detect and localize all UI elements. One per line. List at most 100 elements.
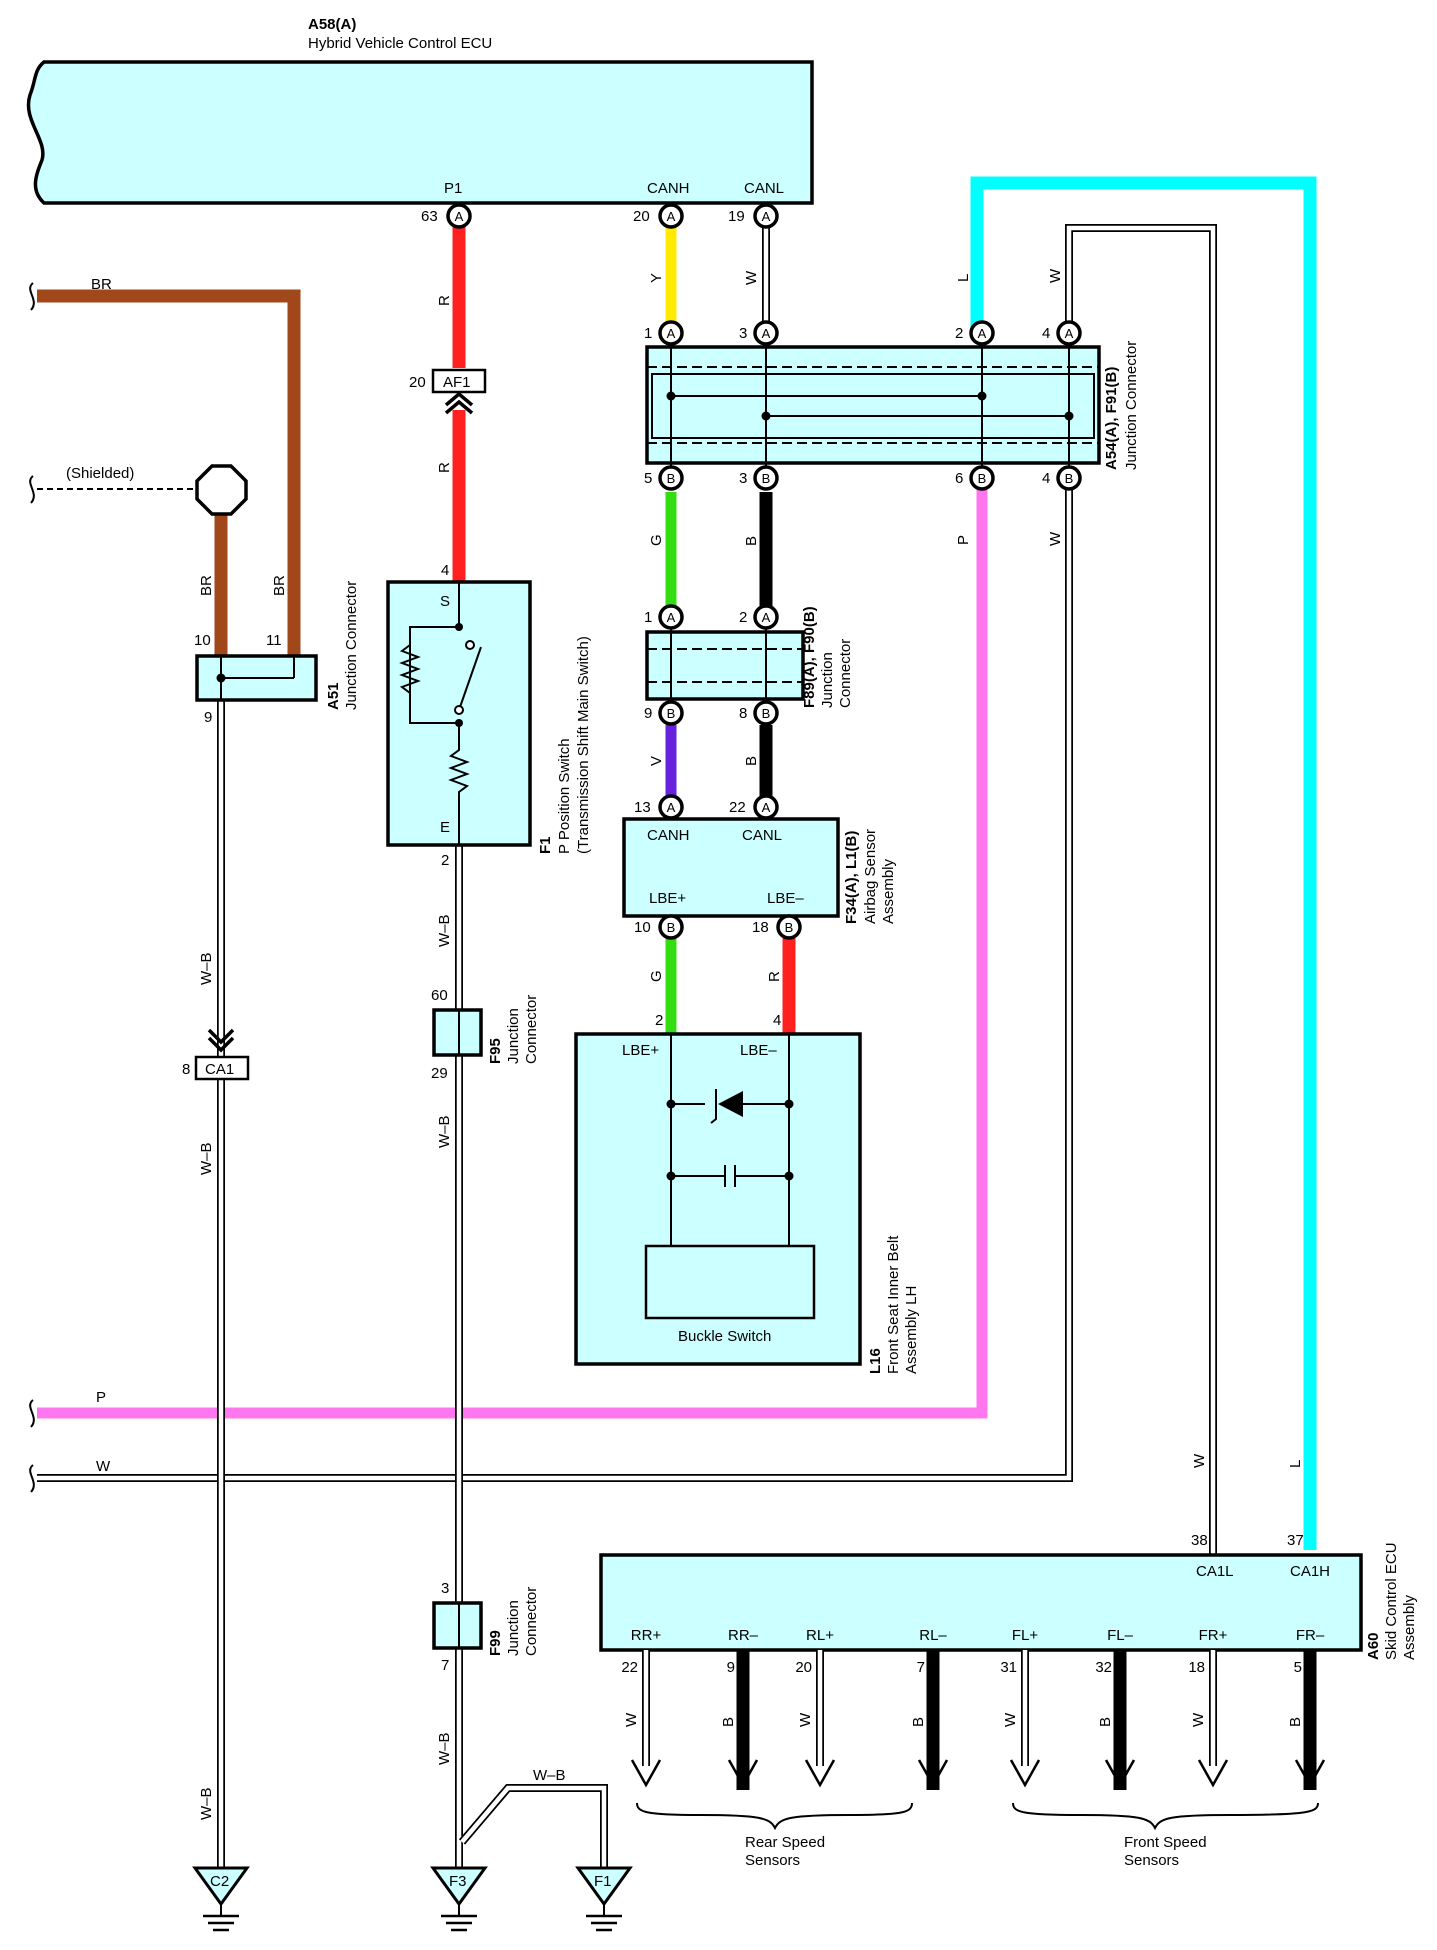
wire-label-wb-branch: W–B: [533, 1767, 566, 1784]
pin-number-f95-60: 60: [431, 987, 448, 1004]
skid-code: A60: [1365, 1632, 1382, 1660]
pin-letter: B: [762, 706, 771, 721]
pin-f89-9: B9: [644, 700, 684, 726]
ground-c2-label: C2: [210, 1873, 229, 1890]
pin-number: 1: [644, 609, 652, 626]
buckle-switch-box: [644, 1244, 816, 1320]
skid-pin-7: FR–5B: [1287, 1627, 1326, 1790]
p-switch-name: P Position Switch: [556, 738, 573, 854]
pin-number: 4: [1042, 470, 1050, 487]
wire-br-top: [37, 289, 301, 657]
jc-f89-code: F89(A), F90(B): [801, 606, 818, 708]
skid-pin-label: RL+: [806, 1627, 834, 1644]
skid-bottom-pins: RR+22WRR–9BRL+20WRL–7BFL+31WFL–32BFR+18W…: [621, 1627, 1326, 1790]
inline-ca1-num: 8: [182, 1061, 190, 1078]
jc-a54-name: Junction Connector: [1123, 341, 1140, 470]
wire-label-w-skid: W: [1191, 1453, 1208, 1468]
pin-ab-10: B10: [634, 914, 684, 940]
skid-pin-label: RR–: [728, 1627, 759, 1644]
inline-af1-arrow-icon: [444, 391, 474, 415]
wire-wb-branch-inner: [460, 1785, 607, 1880]
airbag-name2: Assembly: [880, 858, 897, 924]
pin-number: 2: [955, 325, 963, 342]
pin-letter: A: [667, 800, 676, 815]
pin-letter: A: [762, 800, 771, 815]
pin-number-a51-11: 11: [266, 632, 282, 649]
sensor-wire-color: B: [910, 1717, 927, 1727]
jc-a54-code: A54(A), F91(B): [1103, 367, 1120, 470]
pin-number: 6: [955, 470, 963, 487]
skid-pin-label: FR–: [1296, 1627, 1325, 1644]
sensor-arrow-icon: [1009, 1759, 1041, 1788]
pin-letter: A: [762, 209, 771, 224]
sensor-wire-color: B: [720, 1717, 737, 1727]
front-sensors-label-2: Sensors: [1124, 1852, 1179, 1869]
pin-number: 63: [421, 208, 438, 225]
sensor-arrow-icon: [727, 1759, 759, 1788]
sensor-wire-color: B: [1287, 1717, 1304, 1727]
inline-ca1-label: CA1: [205, 1061, 234, 1078]
pin-number: 4: [1042, 325, 1050, 342]
belt-lbe-minus: LBE–: [740, 1042, 777, 1059]
p-switch-code: F1: [537, 836, 554, 854]
wire-wb-branch-outer: [458, 1784, 608, 1880]
skid-pin-1: RR– 9B: [720, 1627, 759, 1790]
wire-label-br-top: BR: [91, 276, 112, 293]
wire-w-loop-inner: [1066, 225, 1216, 1555]
pin-number: 8: [739, 705, 747, 722]
diode-icon: [718, 1091, 743, 1117]
pin-ab-13: A13: [634, 794, 684, 820]
pin-hv-20: A20: [633, 203, 684, 229]
wire-label-wb-left-3: W–B: [198, 1787, 215, 1820]
pin-letter: B: [667, 471, 676, 486]
pin-b54-6: B6: [955, 465, 995, 491]
p-switch-name2: (Transmission Shift Main Switch): [575, 636, 592, 854]
pin-number: 5: [644, 470, 652, 487]
wire-label-wb-left-1: W–B: [198, 952, 215, 985]
rear-sensors-brace: [636, 1802, 913, 1831]
skid-pin-6: FR+18W: [1188, 1627, 1229, 1788]
belt-name: Front Seat Inner Belt: [885, 1235, 902, 1374]
airbag-canl: CANL: [742, 827, 782, 844]
pin-letter: A: [1065, 326, 1074, 341]
sensor-arrow-icon: [1197, 1759, 1229, 1788]
pin-number-belt-4: 4: [773, 1012, 781, 1029]
wire-label-wb-center-3: W–B: [436, 1732, 453, 1765]
wire-label-shielded: (Shielded): [66, 465, 134, 482]
wire-label-r-top: R: [436, 295, 453, 306]
sensor-arrow-icon: [1294, 1759, 1326, 1788]
jc-f95-name: Junction: [505, 1008, 522, 1064]
jc-f99-name: Junction: [505, 1600, 522, 1656]
pin-f89-8: B8: [739, 700, 779, 726]
pin-letter: A: [667, 326, 676, 341]
p-switch-pin-e: E: [440, 819, 450, 836]
pin-a54-2: A2: [955, 320, 995, 346]
pin-hv-19: A19: [728, 203, 779, 229]
skid-pin-number: 31: [1000, 1659, 1017, 1676]
pin-number: 22: [729, 799, 746, 816]
wire-label-b-mid: B: [743, 756, 760, 766]
ecu-hv-pin-canh: CANH: [647, 180, 690, 197]
skid-name2: Assembly: [1401, 1594, 1418, 1660]
pin-number: 3: [739, 325, 747, 342]
wire-label-w-vert: W: [1047, 531, 1064, 546]
inline-ca1: [194, 1055, 250, 1081]
wire-label-wb-center-2: W–B: [436, 1115, 453, 1148]
airbag-body: [622, 817, 840, 918]
front-sensors-brace: [1012, 1802, 1319, 1831]
pin-letter: B: [667, 920, 676, 935]
pin-number-belt-2: 2: [655, 1012, 663, 1029]
pin-number-skid-38: 38: [1191, 1532, 1208, 1549]
skid-pin-number: 32: [1095, 1659, 1112, 1676]
skid-pin-number: 9: [727, 1659, 735, 1676]
pin-number-a51-9: 9: [204, 709, 212, 726]
break-shielded: [29, 475, 35, 504]
wire-label-r-mid: R: [436, 462, 453, 473]
pin-f89-1: A1: [644, 604, 684, 630]
ecu-hv-pin-canl: CANL: [744, 180, 784, 197]
ecu-hv-name: Hybrid Vehicle Control ECU: [308, 35, 492, 52]
sensor-wire-color: W: [1002, 1712, 1019, 1727]
wire-label-w-canl: W: [743, 270, 760, 285]
sensor-wire-color: W: [623, 1712, 640, 1727]
